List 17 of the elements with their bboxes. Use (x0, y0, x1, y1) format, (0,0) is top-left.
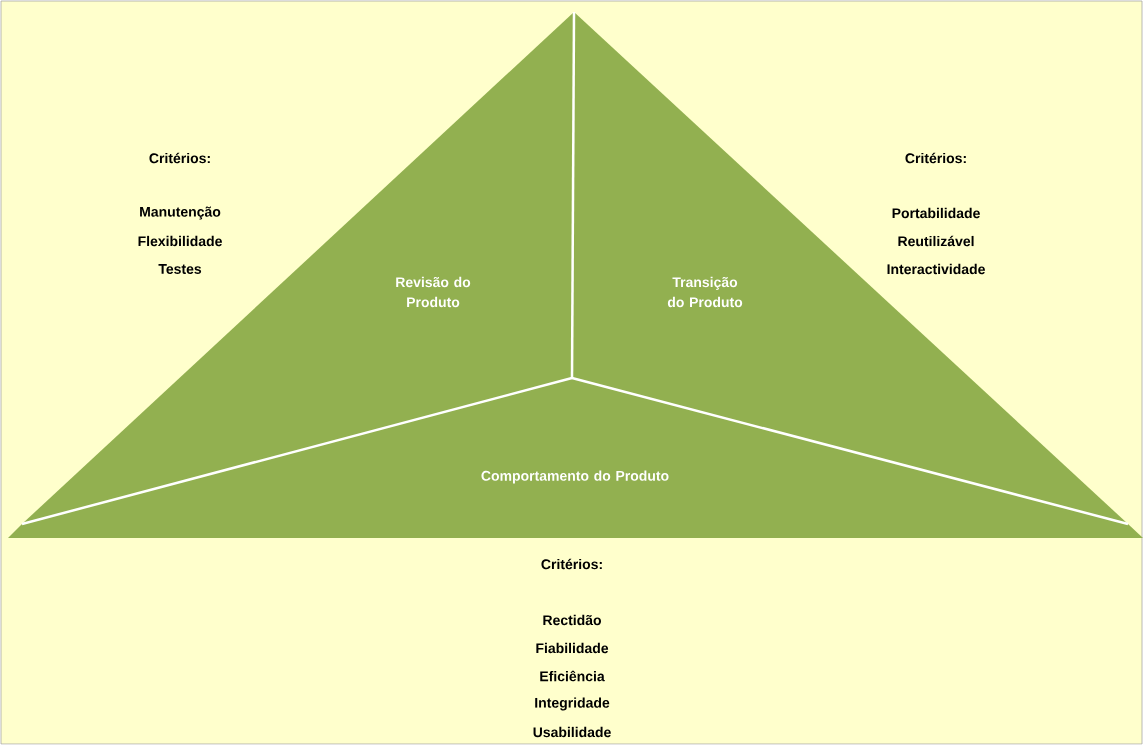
criteria-item: Reutilizável (898, 235, 974, 247)
triangle-section: Comportamento do Produto (8, 378, 1143, 538)
criteria-item: Rectidão (543, 614, 602, 626)
criteria-item: Flexibilidade (138, 235, 222, 247)
criteria-item: Testes (158, 264, 202, 274)
node-label: Revisão do Produto (396, 276, 471, 308)
criteria-item: Integridade (535, 697, 610, 711)
criteria-item: Usabilidade (533, 726, 611, 738)
criteria-item: Eficiência (540, 670, 605, 682)
criteria-heading: Critérios: (541, 558, 602, 570)
criteria-heading: Critérios: (149, 152, 210, 164)
criteria-item: Fiabilidade (536, 642, 609, 654)
criteria-item: Manutenção (140, 206, 221, 220)
criteria-item: Portabilidade (892, 207, 980, 219)
criteria-heading: Critérios: (905, 152, 966, 164)
criteria-item: Interactividade (887, 263, 985, 275)
node-label: Transição do Produto (667, 276, 743, 308)
